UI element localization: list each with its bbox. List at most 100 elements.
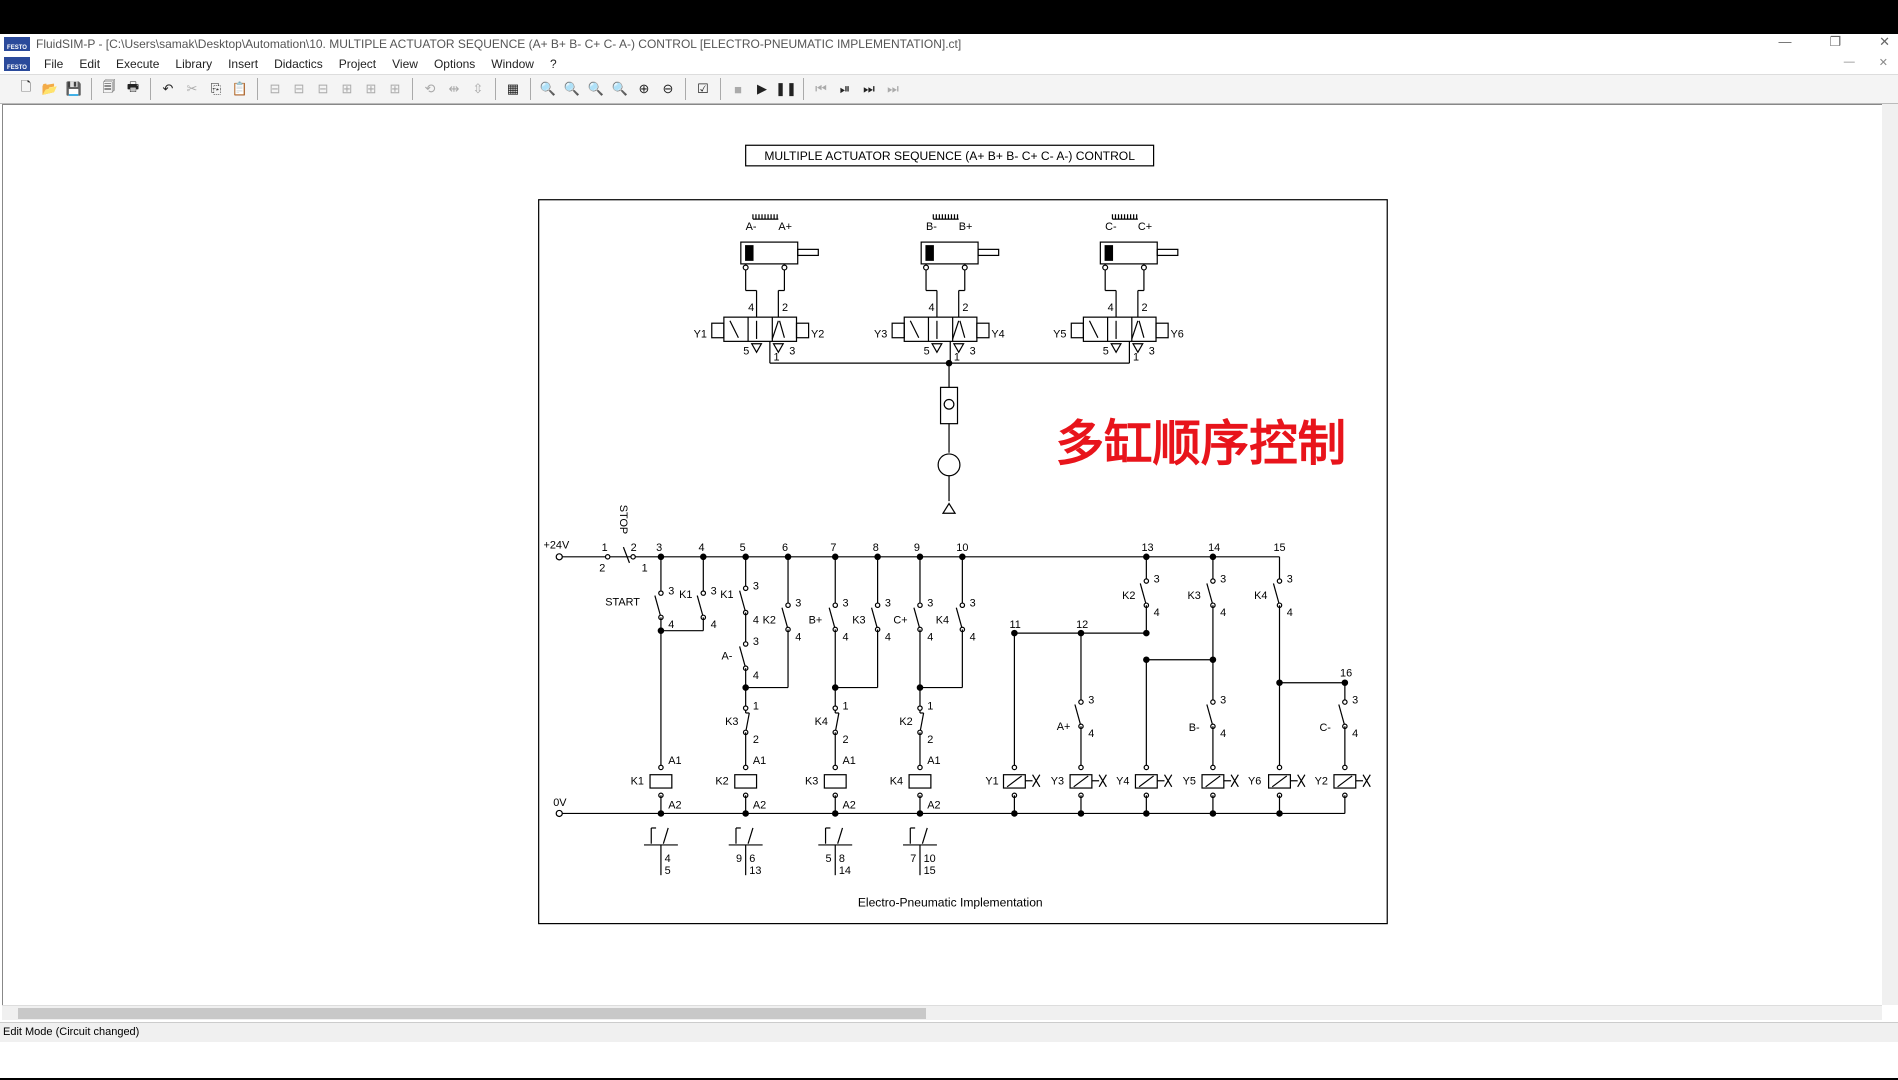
pin-label: 4 — [711, 619, 717, 631]
minimize-button[interactable]: — — [1778, 34, 1792, 49]
contact — [781, 607, 789, 630]
scrollbar-thumb[interactable] — [18, 1008, 926, 1019]
pin-label: 3 — [843, 597, 849, 609]
align-right-icon[interactable]: ⊟ — [317, 81, 329, 96]
pause-icon[interactable]: ❚❚ — [775, 81, 797, 96]
menu-window[interactable]: Window — [491, 57, 534, 71]
print-preview-icon[interactable]: 🗐 — [102, 79, 116, 94]
menu-help[interactable]: ? — [549, 57, 557, 71]
undo-icon[interactable]: ↶ — [162, 81, 174, 96]
ladder-label: K3 — [805, 775, 818, 787]
connector — [630, 554, 636, 560]
festo-logo-icon: FESTO — [4, 37, 30, 51]
zoom-window-icon[interactable]: 🔍 — [611, 81, 629, 96]
print-icon[interactable]: 🖶 — [126, 79, 140, 94]
zoom-fit-width-icon[interactable]: 🔍 — [563, 81, 581, 96]
zoom-out-icon[interactable]: ⊖ — [662, 81, 674, 96]
horizontal-scrollbar[interactable] — [2, 1005, 1882, 1020]
toolbar-separator — [150, 78, 151, 100]
align-top-icon[interactable]: ⊞ — [341, 81, 353, 96]
paste-icon[interactable]: 📋 — [231, 81, 249, 96]
vertical-scrollbar[interactable] — [1882, 104, 1898, 1005]
stop-button — [622, 546, 631, 564]
ladder-label: A+ — [1057, 721, 1071, 733]
exhaust-icon — [952, 343, 965, 354]
zoom-1-1-icon[interactable]: 🔍 — [539, 81, 557, 96]
junction-dot — [1209, 810, 1217, 817]
solenoid-label: Y1 — [694, 329, 707, 341]
ladder-label: 3 — [656, 542, 662, 554]
mirror-v-icon[interactable]: ⇳ — [472, 81, 484, 96]
pin-label: 3 — [668, 585, 674, 597]
solenoid-label: Y6 — [1171, 329, 1184, 341]
exhaust-icon — [772, 343, 785, 354]
contact-ref: 10 — [924, 853, 936, 865]
menu-file[interactable]: File — [44, 57, 64, 71]
zoom-in-icon[interactable]: ⊕ — [638, 81, 650, 96]
window-title: FluidSIM-P - [C:\Users\samak\Desktop\Aut… — [36, 37, 962, 51]
contact — [1206, 704, 1214, 727]
align-middle-icon[interactable]: ⊞ — [365, 81, 377, 96]
festo-doc-icon[interactable]: FESTO — [4, 57, 30, 71]
pin-label: 4 — [843, 631, 849, 643]
exhaust-icon — [931, 343, 943, 354]
solenoid-coil — [1002, 774, 1026, 789]
ladder-label: K2 — [715, 775, 728, 787]
contact — [1074, 704, 1082, 727]
check-icon[interactable]: ☑ — [697, 81, 709, 96]
menu-didactics[interactable]: Didactics — [274, 57, 323, 71]
title-box[interactable] — [745, 144, 1155, 167]
junction-dot — [1077, 810, 1085, 817]
new-icon[interactable]: 🗋 — [20, 79, 32, 94]
step-icon[interactable]: ⏯ — [839, 81, 851, 96]
pin-label: A1 — [753, 755, 766, 767]
reset-icon[interactable]: ⏮ — [815, 81, 827, 96]
junction-dot — [784, 553, 792, 561]
ladder-label: 10 — [956, 542, 968, 554]
connector — [1210, 578, 1216, 584]
menu-insert[interactable]: Insert — [228, 57, 259, 71]
port-label: 4 — [1108, 302, 1114, 314]
align-bottom-icon[interactable]: ⊞ — [389, 81, 401, 96]
doc-minimize-button[interactable]: — — [1843, 56, 1855, 68]
ladder-label: 12 — [1076, 619, 1088, 631]
menu-edit[interactable]: Edit — [79, 57, 101, 71]
open-icon[interactable]: 📂 — [41, 81, 59, 96]
pin-label: 4 — [668, 619, 674, 631]
restore-button[interactable]: ❐ — [1829, 34, 1842, 49]
end-icon[interactable]: ⏭ — [887, 81, 899, 96]
play-icon[interactable]: ▶ — [757, 81, 767, 96]
copy-icon[interactable]: ⎘ — [210, 81, 222, 96]
port-label: 5 — [924, 346, 930, 358]
run-to-icon[interactable]: ⏭ — [863, 81, 875, 96]
rotate-icon[interactable]: ⟲ — [424, 81, 436, 96]
grid-icon[interactable]: ▦ — [506, 81, 520, 96]
valve-symbol-icon — [1163, 774, 1173, 788]
pin-label: 1 — [753, 700, 759, 712]
align-left-icon[interactable]: ⊟ — [269, 81, 281, 96]
close-button[interactable]: ✕ — [1879, 34, 1890, 49]
pin-label: 4 — [1220, 728, 1226, 740]
diagram-title: MULTIPLE ACTUATOR SEQUENCE (A+ B+ B- C+ … — [764, 149, 1135, 163]
cut-icon[interactable]: ✂ — [186, 81, 198, 96]
menu-view[interactable]: View — [392, 57, 418, 71]
pin-label: 3 — [795, 597, 801, 609]
doc-close-button[interactable]: ✕ — [1878, 57, 1888, 69]
align-center-icon[interactable]: ⊟ — [293, 81, 305, 96]
port-label: 3 — [1149, 346, 1155, 358]
mirror-h-icon[interactable]: ⇹ — [448, 81, 460, 96]
menu-project[interactable]: Project — [338, 57, 377, 71]
connector — [742, 705, 749, 711]
relay-coil — [908, 774, 932, 789]
menu-bar: FESTO File Edit Execute Library Insert Didact… — [0, 54, 1898, 74]
valve-arrow — [778, 320, 785, 338]
pin-label: 3 — [1220, 573, 1226, 585]
stop-icon[interactable]: ■ — [734, 81, 742, 97]
circuit-canvas[interactable] — [2, 104, 1882, 1005]
menu-library[interactable]: Library — [175, 57, 213, 71]
menu-execute[interactable]: Execute — [116, 57, 160, 71]
zoom-fit-icon[interactable]: 🔍 — [587, 81, 605, 96]
save-icon[interactable]: 💾 — [65, 81, 83, 96]
menu-options[interactable]: Options — [433, 57, 476, 71]
coil-diagonal — [1271, 775, 1288, 788]
